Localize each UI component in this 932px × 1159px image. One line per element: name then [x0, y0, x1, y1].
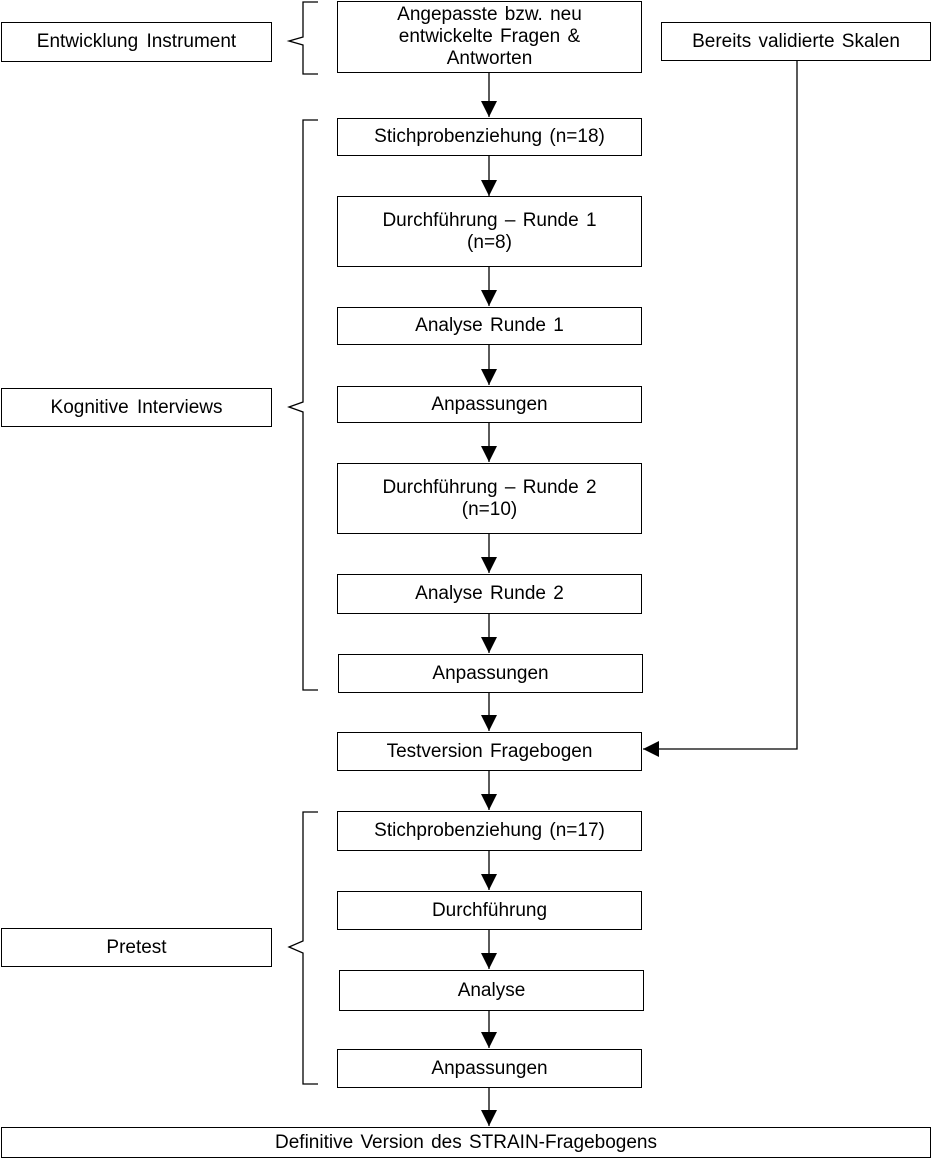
bracket-development [286, 1, 318, 75]
validated-scales-box: Bereits validierte Skalen [661, 22, 931, 61]
phase-label-development: Entwicklung Instrument [1, 22, 272, 62]
side-connector [643, 60, 798, 757]
step-sampling-1: Stichprobenziehung (n=18) [337, 118, 642, 156]
step-sampling-2: Stichprobenziehung (n=17) [337, 811, 642, 851]
step-analysis-pretest: Analyse [339, 970, 644, 1011]
step-analysis-round-2: Analyse Runde 2 [337, 574, 642, 614]
step-analysis-round-1: Analyse Runde 1 [337, 307, 642, 345]
step-final-version: Definitive Version des STRAIN-Fragebogen… [1, 1127, 931, 1158]
step-conduct-pretest: Durchführung [337, 891, 642, 930]
step-conduct-round-2: Durchführung – Runde 2 (n=10) [337, 463, 642, 534]
step-adjustments-1: Anpassungen [337, 386, 642, 423]
step-conduct-round-1: Durchführung – Runde 1 (n=8) [337, 196, 642, 267]
step-test-version: Testversion Fragebogen [337, 732, 642, 771]
step-adjustments-2: Anpassungen [338, 654, 643, 693]
bracket-pretest [287, 811, 318, 1085]
bracket-cognitive [287, 119, 318, 691]
step-adapted-questions: Angepasste bzw. neu entwickelte Fragen &… [337, 1, 642, 73]
step-adjustments-3: Anpassungen [337, 1049, 642, 1088]
phase-label-pretest: Pretest [1, 928, 272, 967]
phase-label-cognitive: Kognitive Interviews [1, 388, 272, 427]
